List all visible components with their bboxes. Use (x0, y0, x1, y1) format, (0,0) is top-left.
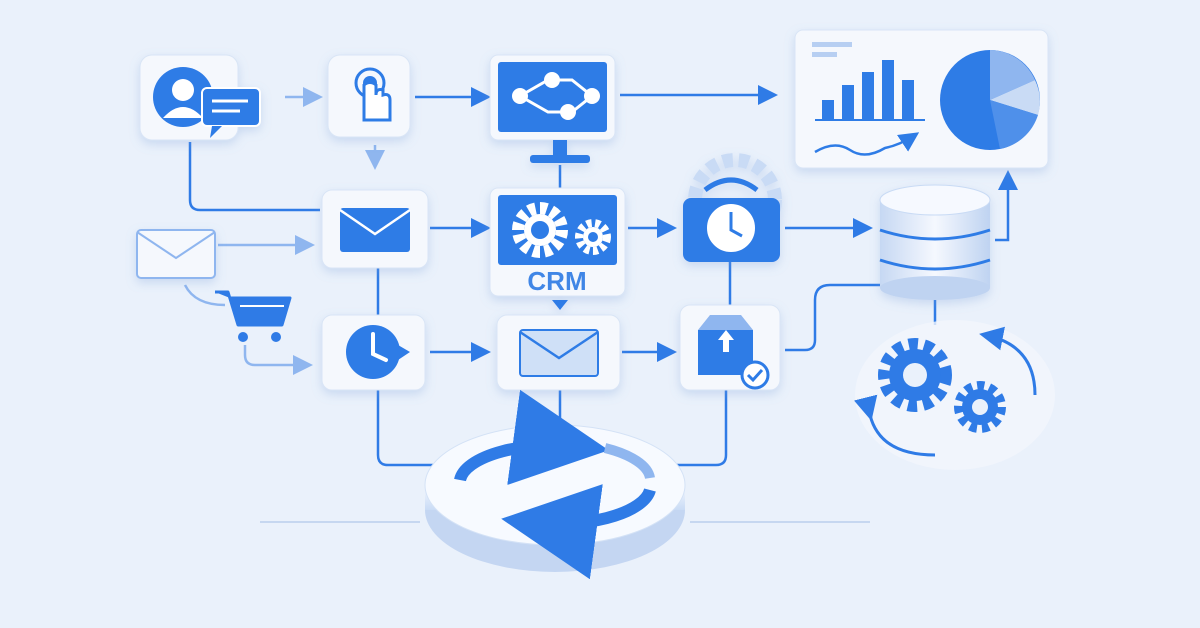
crm-label: CRM (527, 266, 586, 296)
trend-line-icon (814, 132, 920, 156)
pie-chart-icon (940, 50, 1040, 150)
bar-chart-icon (822, 60, 914, 120)
clock-node[interactable] (321, 314, 426, 391)
touch-node[interactable] (327, 54, 411, 138)
database-node[interactable] (879, 184, 991, 300)
sync-cycle-platform[interactable] (424, 389, 686, 580)
gears-icon (512, 202, 611, 258)
analytics-dashboard[interactable] (794, 29, 1049, 169)
workflow-monitor-node[interactable] (489, 54, 616, 163)
user-chat-node[interactable] (139, 54, 261, 141)
database-icon (879, 184, 991, 216)
gears-cycle-node[interactable] (853, 320, 1055, 470)
shopping-cart-icon[interactable] (215, 290, 292, 342)
email-icon (340, 208, 410, 252)
incoming-email-icon[interactable] (136, 229, 216, 279)
alarm-clock-node[interactable] (683, 153, 782, 262)
email-node-secondary[interactable] (496, 314, 621, 391)
package-node[interactable] (679, 304, 781, 391)
email-icon (519, 329, 599, 377)
email-node[interactable] (321, 189, 429, 269)
check-icon (740, 360, 770, 390)
connectors (183, 85, 1018, 523)
small-gear-icon (954, 381, 1006, 433)
large-gear-icon (878, 338, 952, 412)
crm-node[interactable]: CRM (489, 187, 626, 310)
sync-arrow-icon (454, 389, 609, 485)
chat-icon (201, 87, 261, 138)
